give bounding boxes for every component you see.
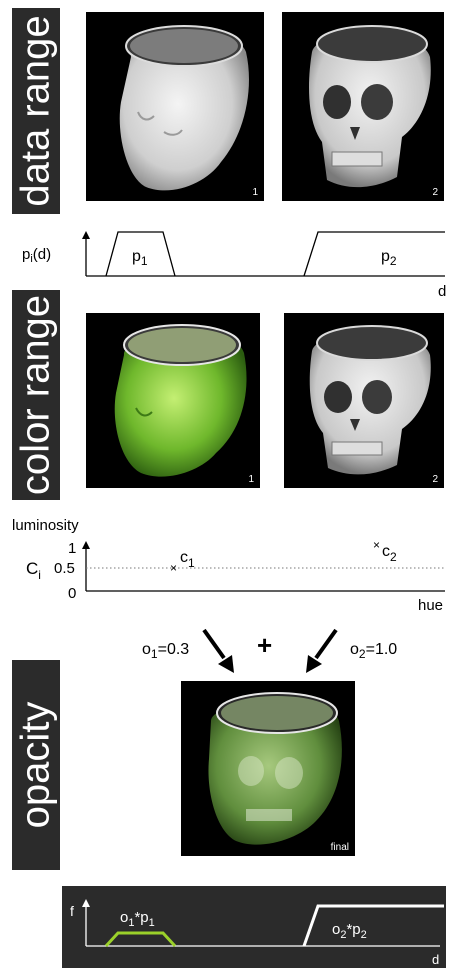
opacity-graph-panel: f o1*p1 o2*p2 d [62, 886, 446, 968]
tick-one: 1 [68, 540, 76, 557]
render-index: 2 [432, 474, 438, 485]
p2-label: p2 [381, 248, 397, 268]
o1p1-label: o1*p1 [120, 909, 155, 929]
x-axis-label: hue [418, 597, 443, 614]
final-render-image [181, 681, 355, 856]
green-head-render-image [86, 313, 260, 488]
blend-weights: o1=0.3 + o2=1.0 [0, 620, 455, 680]
c2-marker: × [373, 538, 380, 552]
data-range-head-render: 1 [86, 12, 264, 201]
c1-label: c1 [180, 549, 195, 570]
tick-zero: 0 [68, 585, 76, 602]
color-range-skull-render: 2 [284, 313, 444, 488]
o2-weight-label: o2=1.0 [350, 641, 397, 661]
skull-render-image [282, 12, 444, 201]
color-range-head-render: 1 [86, 313, 260, 488]
o1p1-curve [106, 933, 175, 946]
o2p2-curve [304, 906, 444, 946]
data-range-label: data range [14, 15, 59, 206]
right-arrow-icon [316, 630, 336, 658]
left-arrow-icon [204, 630, 224, 658]
y-axis-arrow-icon [82, 231, 90, 239]
render-index: 1 [252, 187, 258, 198]
skull-render-image [284, 313, 444, 488]
p1-label: p1 [132, 248, 148, 268]
render-index: 2 [432, 187, 438, 198]
opacity-graph: f o1*p1 o2*p2 d [62, 886, 446, 968]
final-render: final [181, 681, 355, 856]
data-range-skull-render: 2 [282, 12, 444, 201]
right-arrowhead-icon [306, 655, 322, 673]
o2p2-label: o2*p2 [332, 921, 367, 941]
head-render-image [86, 12, 264, 201]
plus-sign: + [257, 630, 272, 660]
data-range-graph: pi(d) p1 p2 d [0, 224, 455, 300]
color-range-graph: luminosity 1 0.5 0 Ci × c1 × c2 hue [0, 512, 455, 616]
render-caption: final [331, 842, 349, 853]
o1-weight-label: o1=0.3 [142, 641, 189, 661]
p2-ramp [304, 232, 445, 276]
tick-half: 0.5 [54, 560, 75, 577]
y-axis-arrow-icon [82, 541, 90, 549]
x-axis-label: d [432, 952, 439, 967]
x-axis-label: d [438, 283, 446, 300]
luminosity-title: luminosity [12, 517, 79, 534]
data-graph-y-label: pi(d) [22, 246, 51, 265]
color-range-band: color range [12, 290, 60, 500]
data-range-band: data range [12, 8, 60, 214]
opacity-band: opacity [12, 660, 60, 870]
c1-marker: × [170, 561, 177, 575]
left-arrowhead-icon [218, 655, 234, 673]
color-graph-y-label: Ci [26, 559, 41, 582]
color-range-label: color range [14, 295, 59, 495]
opacity-label: opacity [14, 702, 59, 829]
render-index: 1 [248, 474, 254, 485]
c2-label: c2 [382, 543, 397, 564]
opacity-graph-y-label: f [70, 903, 74, 919]
y-axis-arrow-icon [82, 899, 90, 907]
